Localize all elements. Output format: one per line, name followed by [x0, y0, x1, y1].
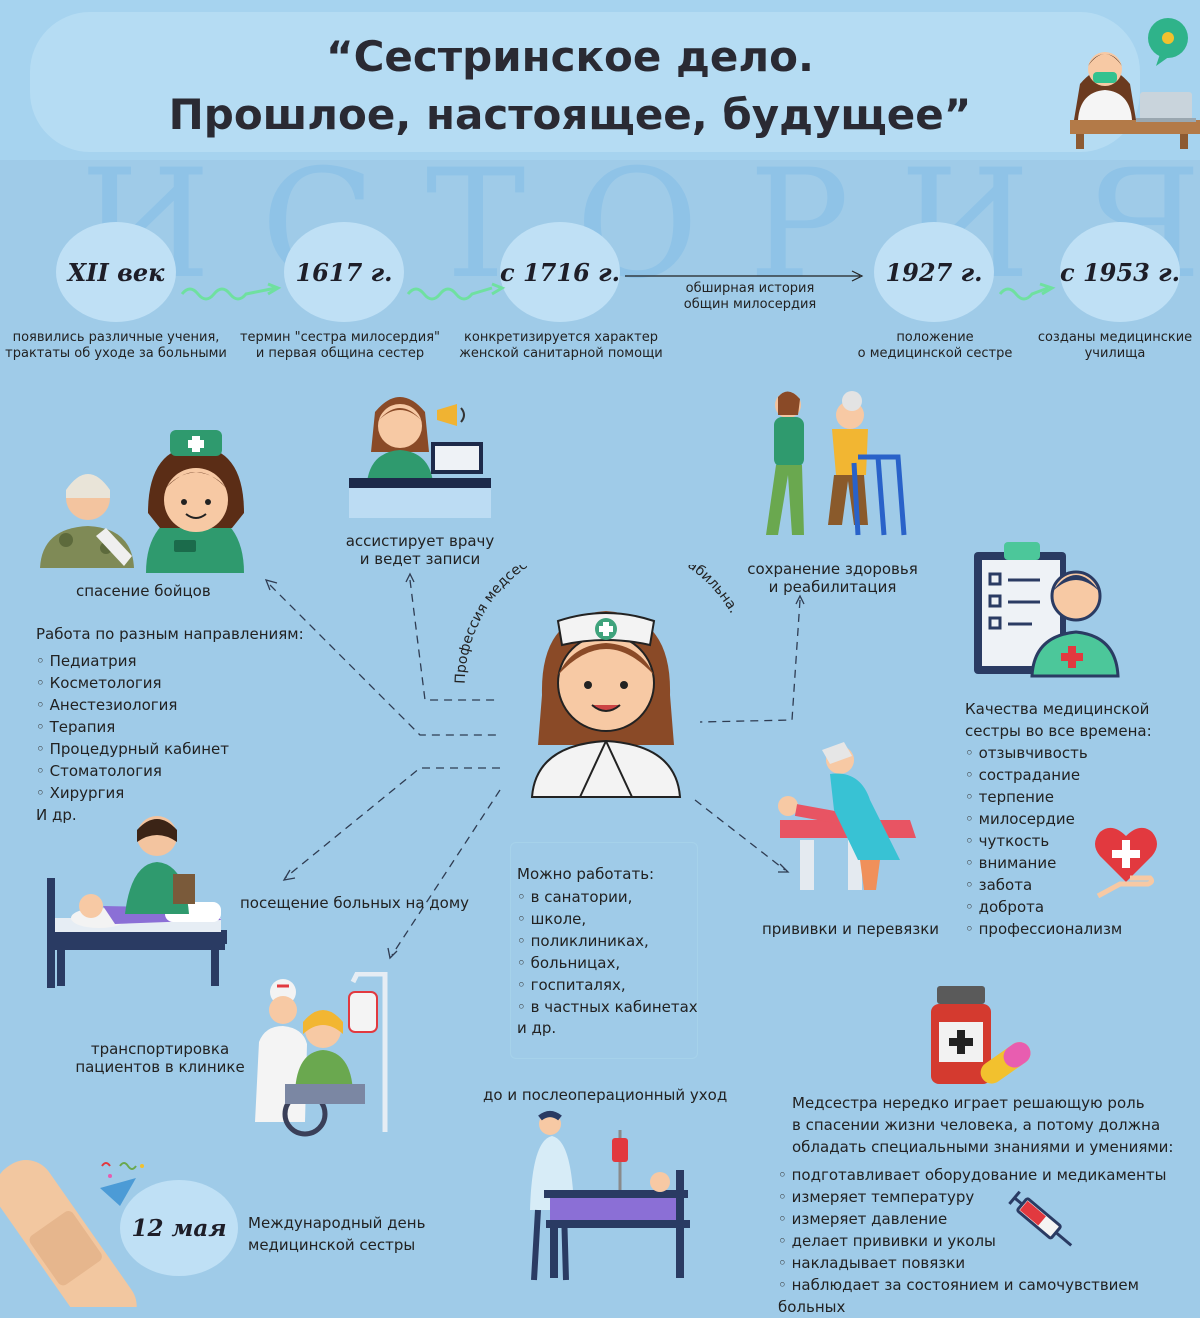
timeline-circle-1953: с 1953 г. [1060, 222, 1180, 322]
list-item: в частных кабинетах [517, 996, 698, 1018]
year-label: XII век [67, 257, 165, 287]
list-item: поликлиниках, [517, 930, 698, 952]
qualities-list: отзывчивость сострадание терпение милосе… [965, 742, 1123, 940]
receptionist-nurse-icon [349, 397, 491, 518]
page-title: “Сестринское дело. Прошлое, настоящее, б… [130, 28, 1010, 144]
list-item: профессионализм [965, 918, 1123, 940]
list-item: Анестезиология [36, 694, 229, 716]
year-label: с 1716 г. [500, 257, 620, 287]
list-item: в санатории, [517, 886, 698, 908]
list-item: Процедурный кабинет [36, 738, 229, 760]
list-item: накладывает повязки [778, 1252, 1200, 1274]
syringe-icon [1008, 1190, 1073, 1247]
list-item: сострадание [965, 764, 1122, 786]
vaccinations-label: прививки и перевязки [762, 920, 940, 938]
list-item: госпиталях, [517, 974, 698, 996]
year-label: с 1953 г. [1060, 257, 1180, 287]
hospital-bed-care-icon [530, 1111, 690, 1281]
list-item: делает прививки и уколы [778, 1230, 1200, 1252]
home-visits-label: посещение больных на дому [240, 894, 470, 912]
directions-etc: И др. [36, 806, 77, 824]
center-nurse-icon: Профессия медсестры востребована и стаби… [453, 565, 742, 798]
list-item: внимание [965, 852, 1122, 874]
year-label: 1617 г. [295, 257, 393, 287]
saving-soldiers-label: спасение бойцов [76, 582, 211, 600]
bandage-icon [0, 1160, 137, 1307]
list-item: Терапия [36, 716, 229, 738]
list-item: школе, [517, 908, 698, 930]
list-item: Хирургия [36, 782, 229, 804]
timeline-circle-12c: XII век [56, 222, 176, 322]
title-line-2: Прошлое, настоящее, будущее” [168, 90, 972, 139]
party-popper-icon [100, 1162, 144, 1206]
directions-heading: Работа по разным направлениям: [36, 625, 304, 643]
list-item: доброта [965, 896, 1122, 918]
timeline-caption-12c: появились различные учения,трактаты об у… [5, 330, 227, 361]
title-box [30, 12, 1140, 152]
list-item: Педиатрия [36, 650, 229, 672]
list-item: забота [965, 874, 1122, 896]
list-item: чуткость [965, 830, 1122, 852]
doctor-bandaging-icon [778, 742, 916, 890]
workplaces-list: в санатории, школе, поликлиниках, больни… [517, 886, 698, 1018]
arrow-head-icon [851, 270, 864, 282]
wheelchair-transport-icon [255, 972, 388, 1137]
directions-list: Педиатрия Косметология Анестезиология Те… [36, 650, 229, 804]
list-item: милосердие [965, 808, 1122, 830]
nurse-day-circle: 12 мая [120, 1180, 238, 1276]
list-item: наблюдает за состоянием и самочувствием … [778, 1274, 1200, 1318]
heart-hand-icon [1095, 827, 1157, 898]
title-line-1: “Сестринское дело. [325, 32, 814, 81]
list-item: Стоматология [36, 760, 229, 782]
list-item: измеряет давление [778, 1208, 1200, 1230]
timeline-arrow-label: обширная история общин милосердия [683, 281, 817, 312]
postop-label: до и послеоперационный уход [483, 1086, 728, 1104]
timeline-circle-1927: 1927 г. [874, 222, 994, 322]
list-item: больницах, [517, 952, 698, 974]
timeline-circle-1617: 1617 г. [284, 222, 404, 322]
list-item: Косметология [36, 672, 229, 694]
soldier-and-nurse-icon [40, 430, 244, 573]
timeline-caption-1617: термин "сестра милосердия"и первая общин… [239, 330, 441, 361]
timeline-connectors [180, 270, 1056, 301]
list-item: отзывчивость [965, 742, 1122, 764]
nurse-laptop-icon [1070, 18, 1200, 149]
role-skills-list: подготавливает оборудование и медикамент… [778, 1164, 1200, 1318]
home-visit-bed-icon [47, 816, 227, 988]
rehabilitation-walker-icon [766, 391, 907, 536]
list-item: подготавливает оборудование и медикамент… [778, 1164, 1200, 1186]
list-item: измеряет температуру [778, 1186, 1200, 1208]
nurse-day-date: 12 мая [131, 1214, 227, 1242]
year-label: 1927 г. [885, 257, 983, 287]
medicine-bottle-icon [931, 986, 1031, 1084]
workplaces-heading: Можно работать: [517, 865, 655, 883]
list-item: терпение [965, 786, 1122, 808]
clipboard-doctor-icon [974, 542, 1120, 678]
role-paragraph: Медсестра нередко играет решающую роль в… [792, 1094, 1174, 1156]
squiggle-arrow-icon [180, 282, 1056, 301]
timeline-circle-1716: с 1716 г. [500, 222, 620, 322]
history-watermark: ИСТОРИЯ [80, 138, 1200, 312]
workplaces-etc: и др. [517, 1019, 557, 1037]
